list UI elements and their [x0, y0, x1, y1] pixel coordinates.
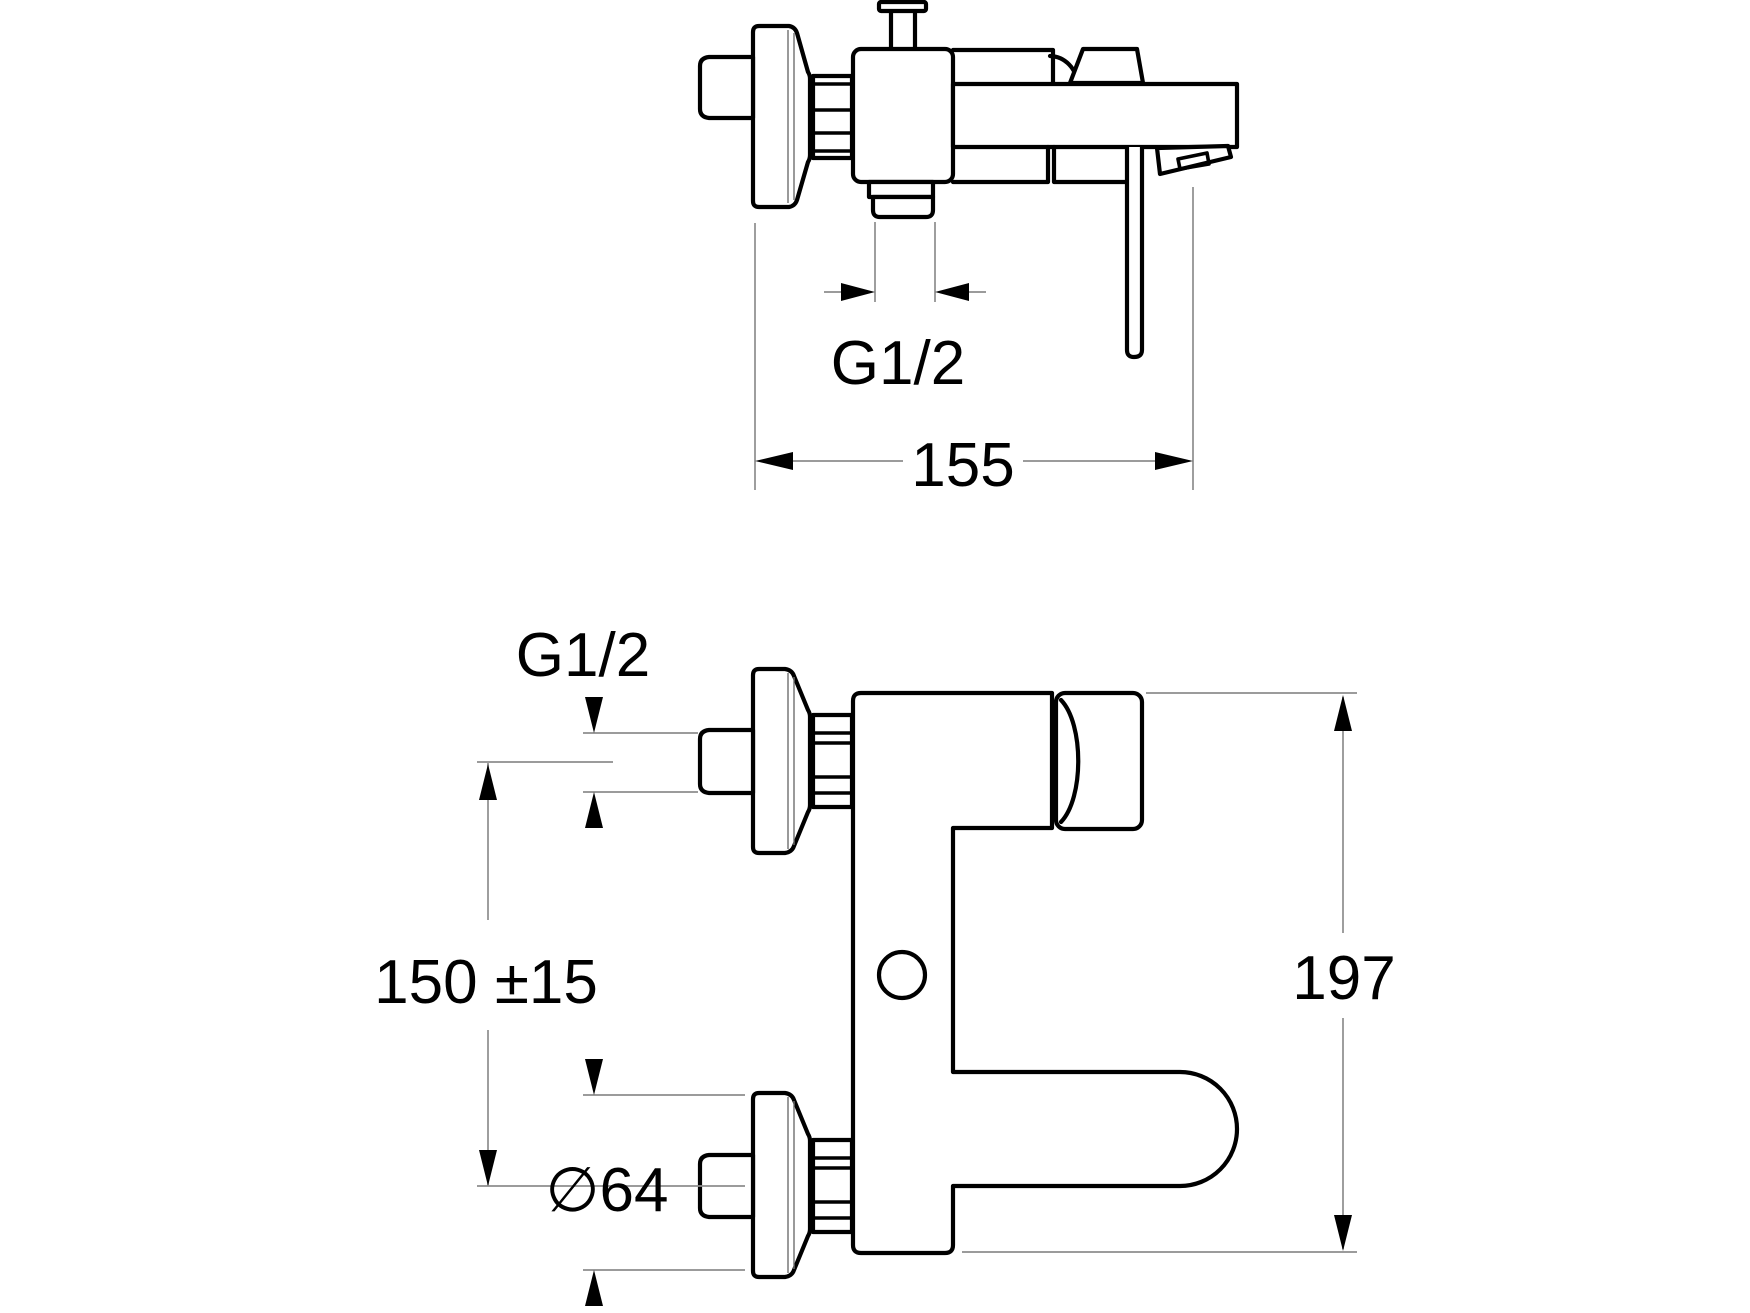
front-view-upper-fitting — [697, 727, 756, 796]
g12-front-top-arrow — [585, 697, 603, 733]
top-view-lower-strip — [950, 144, 1130, 185]
top-view-spout-tip — [1154, 143, 1234, 177]
front-view-upper-escutcheon-shading — [787, 673, 795, 849]
dim-197-top-arrow — [1334, 695, 1352, 731]
extension-lines-top-view — [754, 187, 1194, 490]
dim-label-projection-depth: 155 — [911, 431, 1014, 500]
top-view-valve-body — [850, 46, 956, 185]
dim-label-inlet-spacing: 150 ±15 — [374, 948, 598, 1017]
front-view-handle-dome — [1058, 697, 1081, 825]
top-view-dimensions: G1/2 155 — [754, 187, 1194, 500]
top-view-union-nut — [810, 73, 855, 161]
g12-top-left-arrow — [841, 283, 875, 301]
dim-label-escutcheon-diameter: ∅64 — [546, 1156, 669, 1225]
extension-lines-front-view — [477, 692, 1357, 1271]
front-view-lower-escutcheon — [750, 1090, 813, 1280]
front-view-body — [850, 690, 1240, 1256]
top-view-outlet-neck — [866, 179, 936, 200]
top-view-stem-cap — [876, 0, 929, 14]
top-view-lever-base — [1067, 46, 1146, 86]
dim-64-bottom-arrow — [585, 1270, 603, 1306]
front-view-lower-escutcheon-shading — [787, 1097, 795, 1273]
top-view-wall-fitting — [697, 54, 756, 121]
top-view-outlet-thread — [870, 194, 936, 220]
dim-197-bottom-arrow — [1334, 1215, 1352, 1251]
top-view-escutcheon-shading — [787, 30, 795, 203]
top-view-union-nut-facets — [813, 82, 852, 153]
top-view-spout-aerator — [1176, 151, 1211, 171]
dim-label-outlet-thread: G1/2 — [831, 329, 965, 398]
dim-label-overall-height: 197 — [1292, 944, 1395, 1013]
front-view — [697, 666, 1240, 1280]
front-view-lower-nut-facets — [813, 1156, 852, 1220]
g12-top-right-arrow — [935, 283, 969, 301]
dim-155-left-arrow — [755, 452, 793, 470]
front-view-upper-escutcheon — [750, 666, 813, 856]
dim-150-top-arrow — [479, 764, 497, 800]
top-view-spout-bar — [950, 81, 1240, 150]
top-view-escutcheon — [750, 23, 813, 210]
front-view-handle-cap — [1053, 690, 1145, 832]
top-view-stem — [888, 8, 918, 55]
dim-label-inlet-thread: G1/2 — [516, 621, 650, 690]
dim-64-top-arrow — [585, 1059, 603, 1095]
front-view-screw-hole — [876, 949, 928, 1001]
front-view-dimensions: G1/2 150 ±15 ∅64 197 — [374, 621, 1396, 1306]
g12-front-bottom-arrow — [585, 792, 603, 828]
dim-155-right-arrow — [1155, 452, 1193, 470]
top-view-upper-strip — [950, 47, 1056, 87]
top-view — [697, 0, 1240, 360]
top-view-lever-rod — [1124, 147, 1145, 360]
front-view-upper-nut-facets — [813, 731, 852, 795]
dim-150-bottom-arrow — [479, 1150, 497, 1186]
